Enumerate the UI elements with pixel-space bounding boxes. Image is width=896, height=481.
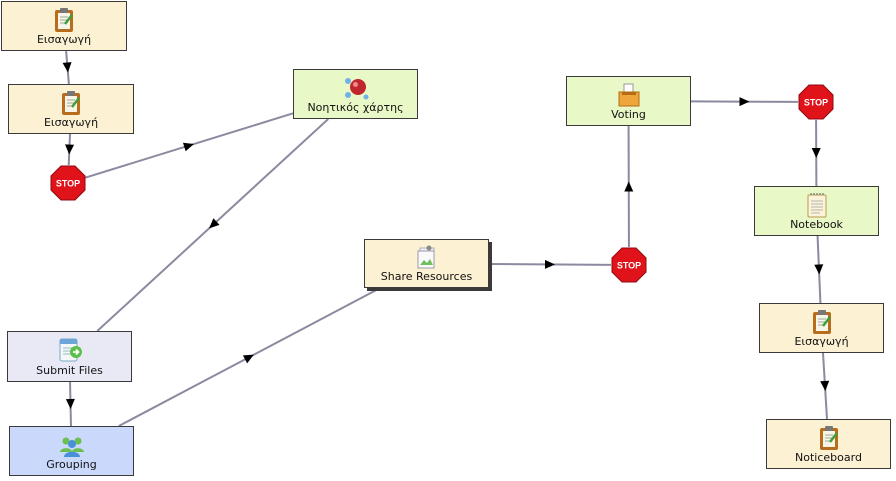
edge-arrowhead (544, 259, 556, 269)
stop-sign-icon: STOP (50, 165, 86, 201)
edge-arrowhead (820, 380, 830, 391)
clipboard-icon (812, 310, 831, 334)
activity-notebook[interactable]: Notebook (754, 186, 879, 236)
edge-arrowhead (624, 181, 634, 192)
edge-arrowhead (811, 147, 821, 158)
stop-label: STOP (804, 98, 828, 108)
node-label: Εισαγωγή (43, 116, 99, 129)
stop-label: STOP (56, 179, 80, 189)
activity-mindmap[interactable]: Νοητικός χάρτης (293, 69, 418, 119)
ballot-box-icon (618, 83, 639, 107)
activity-intro-1[interactable]: Εισαγωγή (1, 1, 127, 51)
edge-arrowhead (65, 398, 75, 409)
edge-arrowhead (242, 354, 254, 364)
node-label: Voting (611, 108, 646, 121)
group-people-icon (59, 437, 84, 457)
stop-sign-icon: STOP (611, 247, 647, 283)
stop-label: STOP (617, 261, 641, 271)
notebook-icon (807, 193, 826, 218)
stop-sign-icon: STOP (798, 84, 834, 120)
clipboard-icon (819, 426, 838, 450)
edge-arrowhead (62, 62, 72, 73)
activity-submit-files[interactable]: Submit Files (7, 331, 132, 382)
edge-arrowhead (739, 97, 750, 107)
clipboard-icon (55, 8, 73, 32)
stop-sign-2[interactable]: STOP (611, 247, 647, 283)
activity-intro-2[interactable]: Εισαγωγή (8, 84, 134, 134)
edge-arrowhead (814, 264, 824, 275)
edge-arrowhead (65, 144, 75, 155)
stop-sign-1[interactable]: STOP (50, 165, 86, 201)
node-label: Notebook (790, 218, 843, 231)
activity-grouping[interactable]: Grouping (9, 426, 134, 476)
node-label: Νοητικός χάρτης (307, 101, 404, 114)
submit-files-icon (59, 338, 82, 362)
node-label: Εισαγωγή (36, 33, 92, 46)
activity-voting[interactable]: Voting (566, 76, 691, 126)
activity-noticeboard[interactable]: Noticeboard (766, 419, 891, 469)
edge-arrowhead (182, 142, 194, 152)
activity-share-resources[interactable]: Share Resources (364, 239, 489, 288)
node-label: Submit Files (36, 364, 103, 377)
node-label: Grouping (46, 458, 97, 471)
activity-intro-3[interactable]: Εισαγωγή (759, 303, 884, 353)
node-label: Share Resources (380, 270, 473, 283)
share-resources-icon (417, 245, 434, 269)
node-label: Noticeboard (795, 451, 862, 464)
edge-arrowhead (209, 218, 220, 229)
stop-sign-3[interactable]: STOP (798, 84, 834, 120)
clipboard-icon (62, 91, 80, 115)
node-label: Εισαγωγή (794, 335, 849, 348)
mindmap-bubbles-icon (344, 78, 368, 100)
